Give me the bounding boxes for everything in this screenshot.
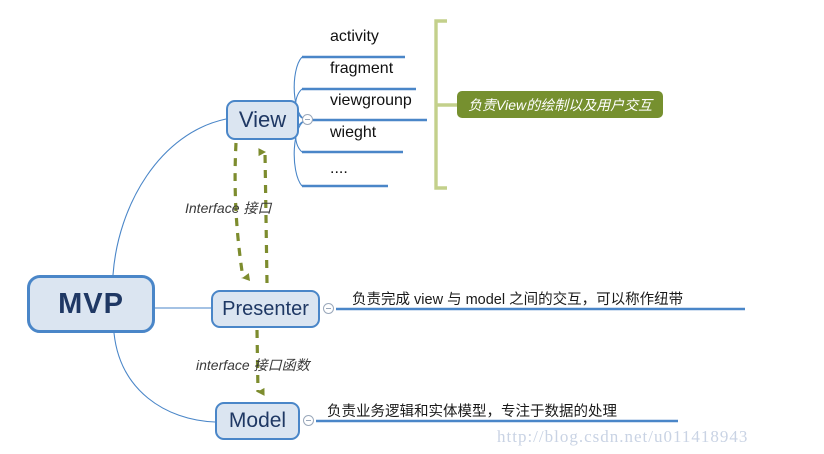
arrow-presenter-to-view — [258, 148, 269, 284]
subbranch-label-fragment[interactable]: fragment — [330, 60, 394, 77]
collapse-handle-presenter[interactable] — [323, 303, 334, 314]
edge-mvp-view — [112, 118, 227, 276]
collapse-handle-view[interactable] — [302, 114, 313, 125]
callout-view-responsibility[interactable]: 负责View的绘制以及用户交互 — [457, 91, 664, 118]
node-mvp[interactable]: MVP — [27, 275, 155, 333]
node-presenter[interactable]: Presenter — [211, 290, 320, 328]
relation-label-view-presenter: Interface 接口 — [185, 200, 272, 216]
annotation-presenter: 负责完成 view 与 model 之间的交互，可以称作纽带 — [352, 292, 684, 308]
arrow-view-to-presenter — [233, 142, 251, 281]
node-model-label: Model — [228, 409, 287, 432]
subbranch-label-more[interactable]: .... — [330, 160, 348, 177]
relation-label-presenter-model: interface 接口函数 — [196, 357, 310, 373]
watermark-url: http://blog.csdn.net/u011418943 — [497, 427, 749, 446]
annotation-model: 负责业务逻辑和实体模型，专注于数据的处理 — [327, 404, 617, 420]
node-model[interactable]: Model — [215, 402, 300, 440]
collapse-handle-model[interactable] — [303, 415, 314, 426]
subbranch-label-activity[interactable]: activity — [330, 28, 379, 45]
node-view-label: View — [238, 107, 287, 132]
summary-bracket — [434, 19, 457, 190]
node-presenter-label: Presenter — [222, 297, 309, 320]
annotation-underlines — [316, 307, 745, 423]
view-subbranches — [293, 55, 427, 188]
arrow-presenter-to-model — [255, 329, 265, 396]
relation-arrows — [233, 142, 269, 396]
node-mvp-label: MVP — [58, 287, 124, 320]
subbranch-label-wieght[interactable]: wieght — [330, 124, 377, 141]
node-view[interactable]: View — [226, 100, 299, 140]
subbranch-label-viewgrounp[interactable]: viewgrounp — [330, 92, 412, 109]
edge-mvp-model — [113, 332, 216, 423]
